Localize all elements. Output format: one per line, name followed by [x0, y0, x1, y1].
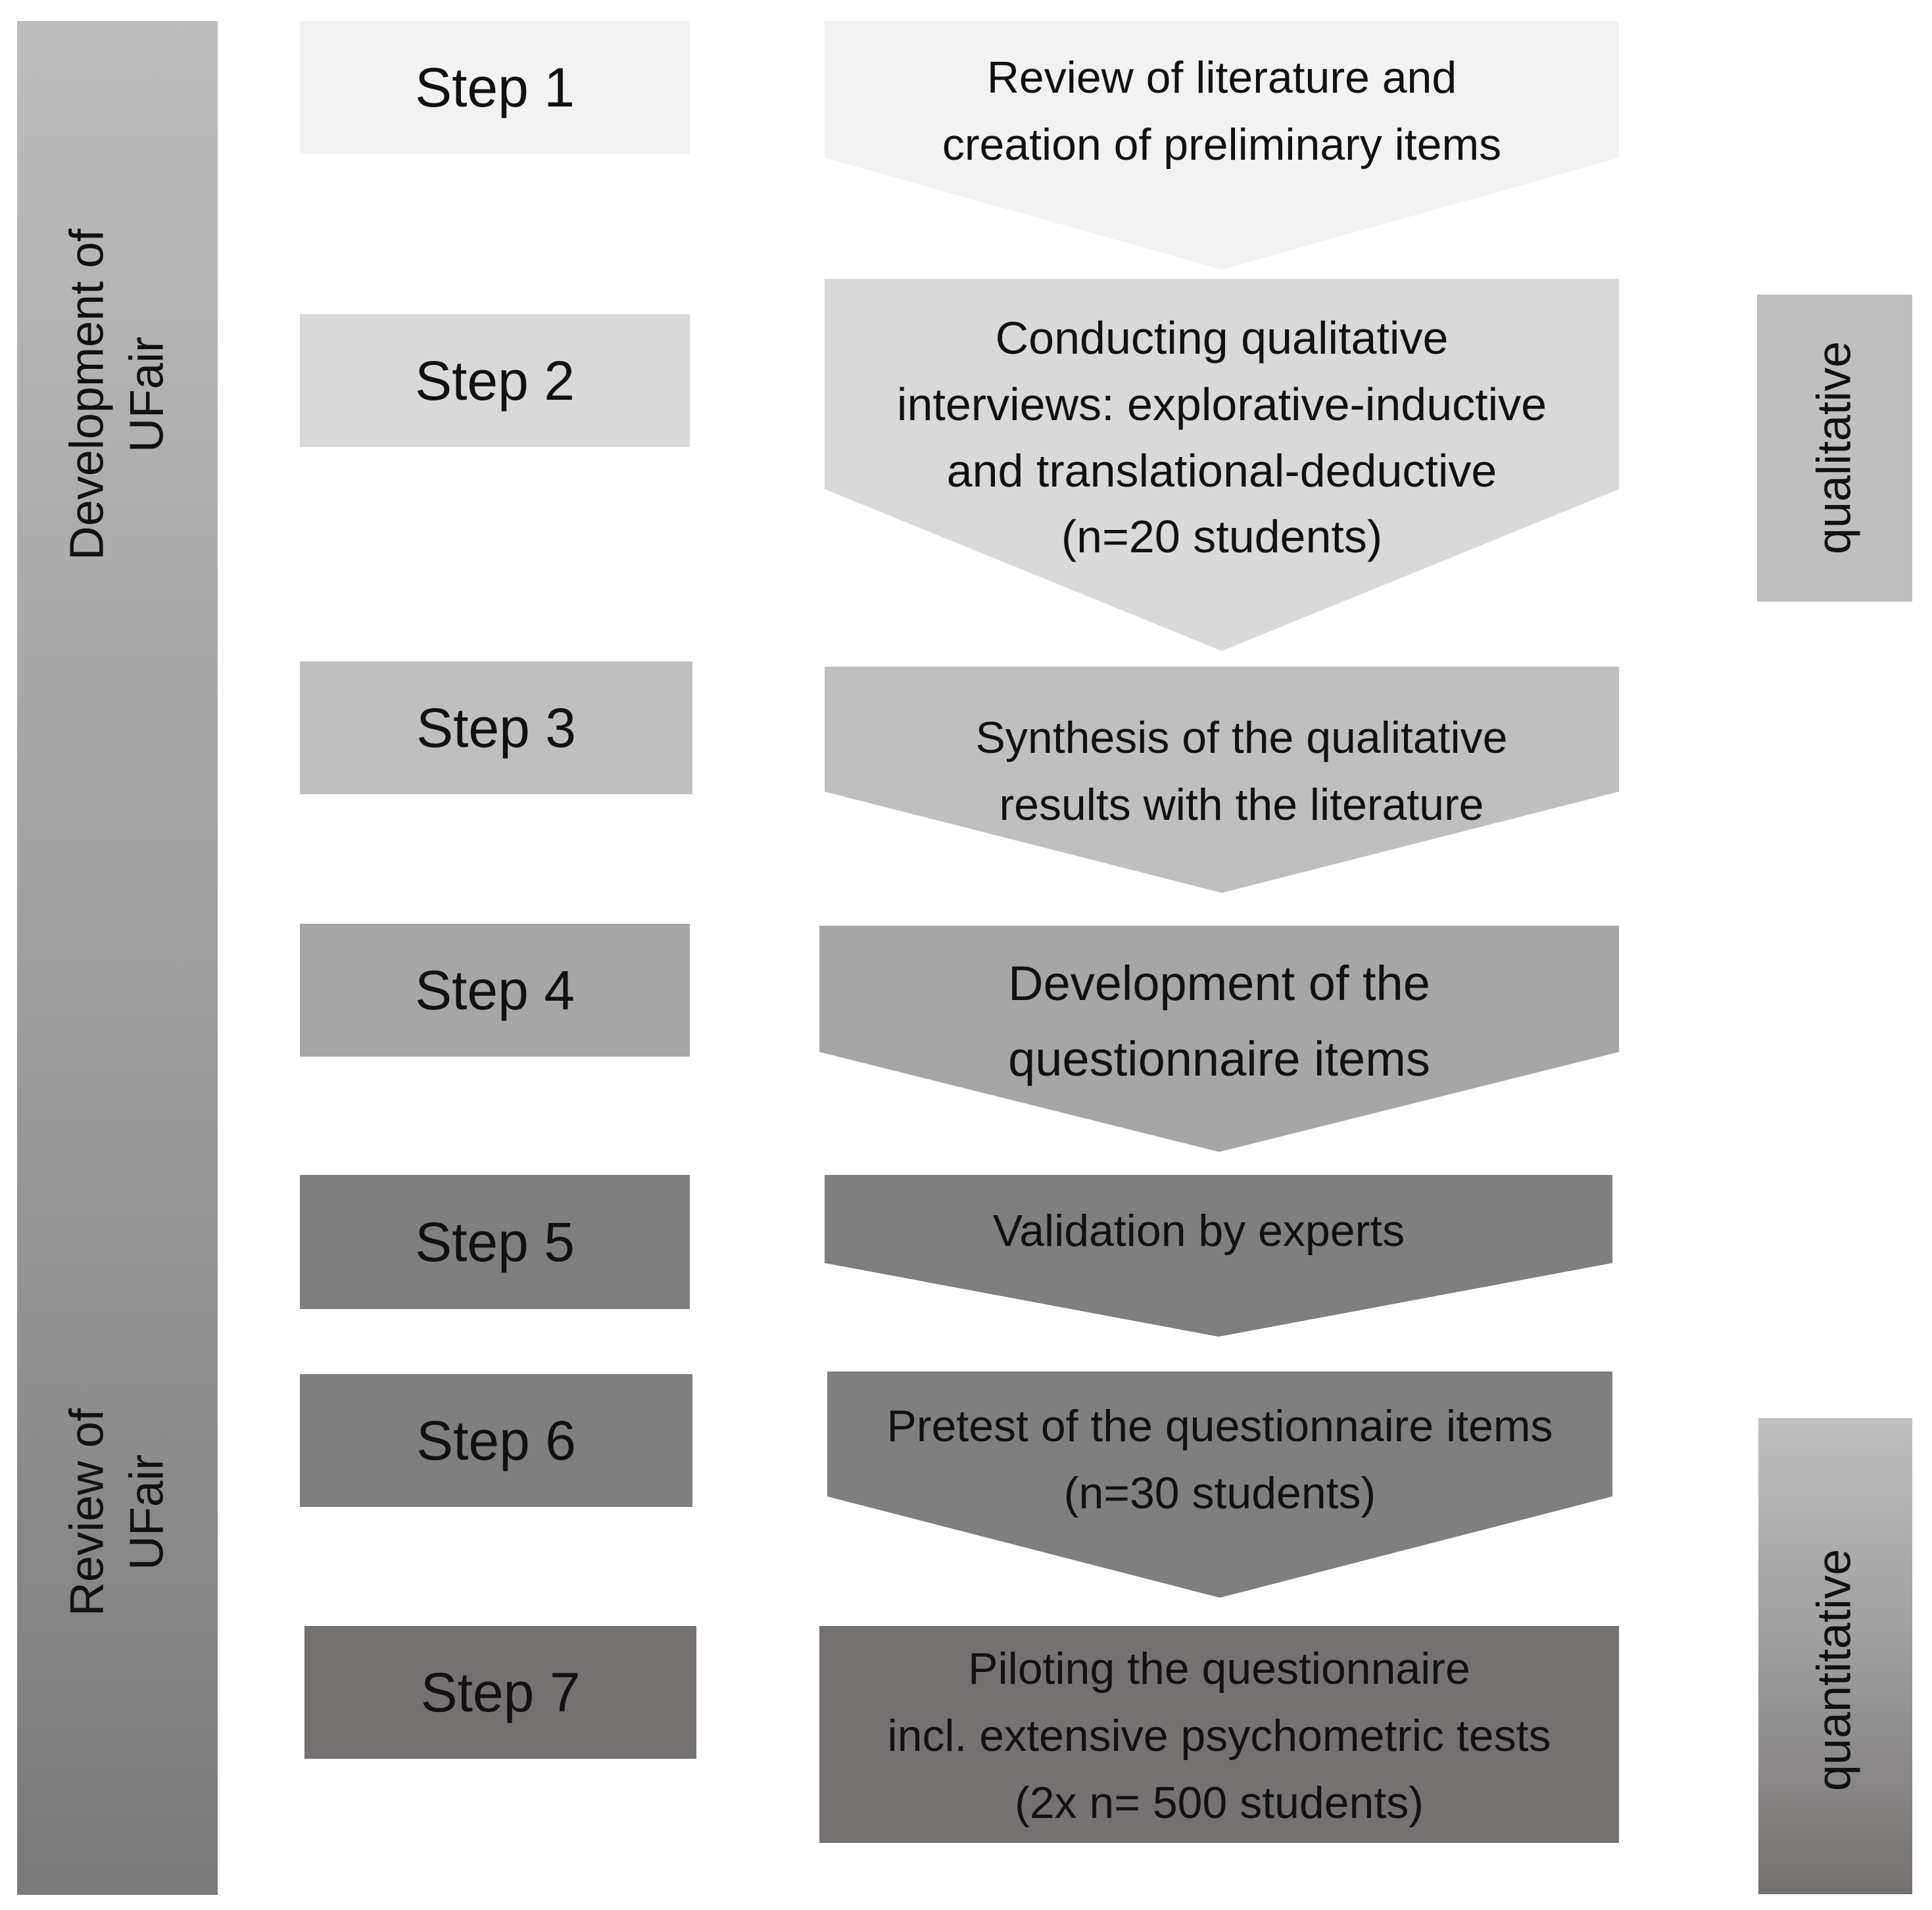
step-label: Step 2: [415, 349, 575, 412]
arrow-shape: [825, 279, 1619, 651]
step-arrow-3: Synthesis of the qualitative results wit…: [825, 667, 1619, 893]
step-arrow-1: Review of literature and creation of pre…: [825, 21, 1619, 270]
step-description: Synthesis of the qualitative results wit…: [975, 713, 1508, 830]
arrow-shape: [825, 1175, 1612, 1337]
step-box-1: Step 1: [300, 21, 690, 154]
step-label: Step 1: [415, 56, 575, 118]
step-description: Piloting the questionnaire incl. extensi…: [887, 1644, 1551, 1828]
method-bar-qualitative: [1757, 295, 1912, 602]
arrow-shape: [819, 1626, 1619, 1843]
step-arrow-6: Pretest of the questionnaire items (n=30…: [827, 1372, 1612, 1598]
arrow-shape: [825, 21, 1619, 270]
step-label: Step 4: [415, 959, 575, 1021]
step-description: Conducting qualitative interviews: explo…: [896, 312, 1547, 563]
arrow-shape: [819, 926, 1619, 1152]
step-label: Step 5: [415, 1210, 575, 1273]
step-label: Step 3: [416, 696, 576, 759]
step-description: Review of literature and creation of pre…: [942, 53, 1502, 170]
step-description: Development of the questionnaire items: [1008, 956, 1430, 1087]
step-description: Validation by experts: [992, 1206, 1405, 1256]
step-arrow-5: Validation by experts: [825, 1175, 1612, 1337]
step-box-7: Step 7: [304, 1626, 696, 1759]
method-label-quantitative: quantitative: [1808, 1548, 1861, 1792]
step-label: Step 7: [420, 1661, 581, 1723]
step-box-5: Step 5: [300, 1175, 690, 1309]
method-label-qualitative: qualitative: [1808, 341, 1861, 555]
step-arrow-2: Conducting qualitative interviews: explo…: [825, 279, 1619, 651]
arrow-shape: [825, 667, 1619, 893]
step-box-4: Step 4: [300, 924, 690, 1057]
step-arrow-7: Piloting the questionnaire incl. extensi…: [819, 1626, 1619, 1843]
phase-sidebar: [17, 21, 218, 1895]
step-box-2: Step 2: [300, 314, 690, 447]
phase-label-review: Review of UFair: [60, 1408, 173, 1617]
phase-label-development: Development of UFair: [60, 228, 173, 561]
step-label: Step 6: [416, 1409, 576, 1471]
step-description: Pretest of the questionnaire items (n=30…: [886, 1401, 1553, 1518]
method-bar-quantitative: [1758, 1418, 1912, 1894]
step-arrow-4: Development of the questionnaire items: [819, 926, 1619, 1152]
step-box-3: Step 3: [300, 661, 692, 794]
arrow-shape: [827, 1372, 1612, 1598]
step-box-6: Step 6: [300, 1374, 692, 1507]
